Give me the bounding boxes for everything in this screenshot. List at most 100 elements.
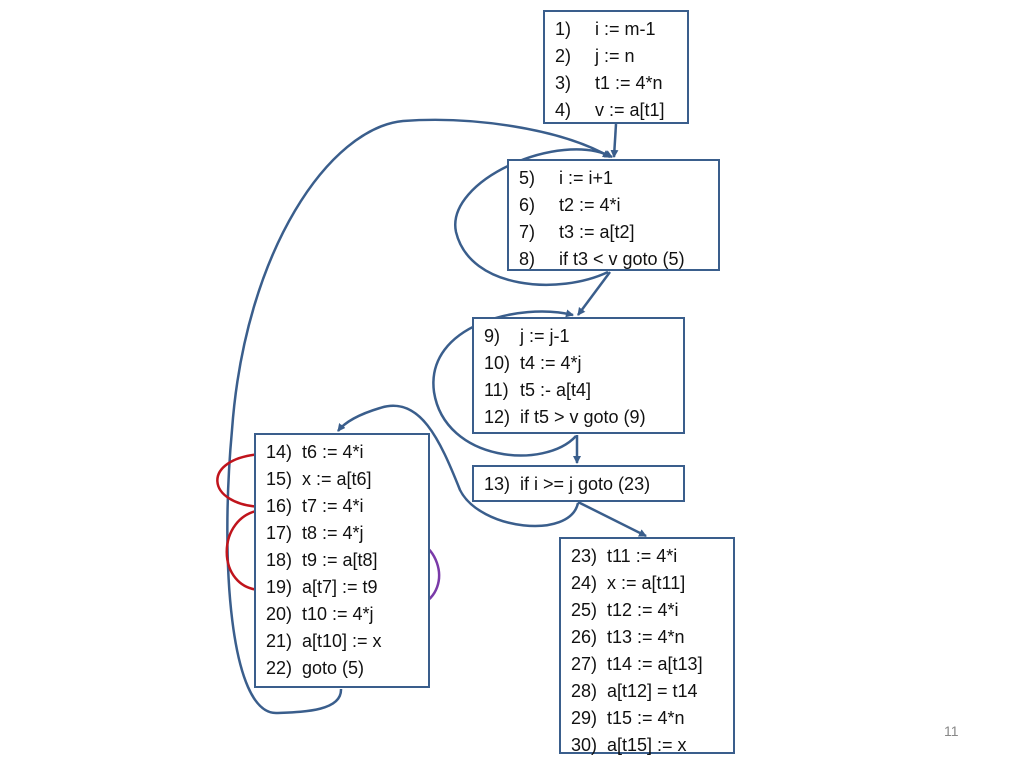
instruction: if i >= j goto (23) — [520, 474, 651, 494]
edge-b2-b3 — [576, 271, 612, 316]
code-line: 21) a[t10] := x — [266, 628, 418, 655]
instruction: t15 := 4*n — [607, 708, 685, 728]
basic-block-b6: 23) t11 := 4*i 24) x := a[t11] 25) t12 := 4*i… — [559, 537, 735, 755]
line-number: 21) — [266, 631, 293, 651]
code-line: 11) t5 :- a[t4] — [484, 377, 673, 404]
line-number: 11) — [484, 380, 509, 400]
instruction: if t5 > v goto (9) — [520, 407, 646, 427]
code-line: 17) t8 := 4*j — [266, 520, 418, 547]
instruction: t13 := 4*n — [607, 627, 685, 647]
basic-block-b5: 14) t6 := 4*i 15) x := a[t6] 16) t7 := 4*i 17)… — [254, 433, 430, 688]
code-line: 23) t11 := 4*i — [571, 543, 723, 570]
code-line: 4) v := a[t1] — [555, 97, 677, 124]
instruction: if t3 < v goto (5) — [559, 249, 685, 269]
code-line: 5) i := i+1 — [519, 165, 708, 192]
line-number: 1) — [555, 19, 572, 39]
code-line: 12) if t5 > v goto (9) — [484, 404, 673, 431]
line-number: 16) — [266, 496, 293, 516]
line-number: 24) — [571, 573, 598, 593]
edge-b4-b5 — [337, 404, 580, 528]
code-line: 30) a[t15] := x — [571, 732, 723, 759]
line-number: 23) — [571, 546, 598, 566]
line-number: 4) — [555, 100, 572, 120]
code-line: 7) t3 := a[t2] — [519, 219, 708, 246]
instruction: a[t15] := x — [607, 735, 687, 755]
instruction: a[t12] = t14 — [607, 681, 698, 701]
code-line: 29) t15 := 4*n — [571, 705, 723, 732]
code-line: 16) t7 := 4*i — [266, 493, 418, 520]
instruction: a[t10] := x — [302, 631, 382, 651]
line-number: 29) — [571, 708, 598, 728]
code-line: 28) a[t12] = t14 — [571, 678, 723, 705]
instruction: t3 := a[t2] — [559, 222, 635, 242]
code-line: 1) i := m-1 — [555, 16, 677, 43]
code-line: 22) goto (5) — [266, 655, 418, 682]
instruction: t11 := 4*i — [607, 546, 678, 566]
instruction: t12 := 4*i — [607, 600, 679, 620]
code-line: 15) x := a[t6] — [266, 466, 418, 493]
instruction: i := m-1 — [595, 19, 656, 39]
code-line: 6) t2 := 4*i — [519, 192, 708, 219]
instruction: x := a[t11] — [607, 573, 686, 593]
edge-b1-b2 — [610, 123, 619, 158]
code-line: 20) t10 := 4*j — [266, 601, 418, 628]
instruction: goto (5) — [302, 658, 365, 678]
line-number: 17) — [266, 523, 293, 543]
line-number: 20) — [266, 604, 293, 624]
instruction: t4 := 4*j — [520, 353, 582, 373]
instruction: v := a[t1] — [595, 100, 665, 120]
basic-block-b4: 13) if i >= j goto (23) — [472, 465, 685, 502]
line-number: 6) — [519, 195, 536, 215]
line-number: 27) — [571, 654, 598, 674]
edge-b2-loop — [454, 148, 613, 286]
instruction: t6 := 4*i — [302, 442, 364, 462]
code-line: 19)a[t7] := t9 — [266, 574, 418, 601]
line-number: 13) — [484, 474, 511, 494]
line-number: 10) — [484, 353, 511, 373]
edge-b3-loop — [432, 309, 577, 457]
red-arrow-16-19 — [225, 508, 263, 594]
line-number: 19) — [266, 577, 293, 597]
code-line: 27) t14 := a[t13] — [571, 651, 723, 678]
instruction: x := a[t6] — [302, 469, 372, 489]
edge-b5-b2 — [226, 118, 611, 715]
line-number: 15) — [266, 469, 293, 489]
basic-block-b3: 9) j := j-1 10) t4 := 4*j 11) t5 :- a[t4] 12) i… — [472, 317, 685, 434]
page-number: 11 — [944, 723, 959, 739]
code-line: 9) j := j-1 — [484, 323, 673, 350]
instruction: t2 := 4*i — [559, 195, 621, 215]
instruction: j := j-1 — [520, 326, 570, 346]
red-arrow-14-16 — [216, 452, 263, 511]
line-number: 12) — [484, 407, 511, 427]
instruction: i := i+1 — [559, 168, 614, 188]
line-number: 2) — [555, 46, 572, 66]
code-line: 2) j := n — [555, 43, 677, 70]
instruction: t5 :- a[t4] — [520, 380, 592, 400]
line-number: 28) — [571, 681, 598, 701]
instruction: t8 := 4*j — [302, 523, 364, 543]
code-line: 26) t13 := 4*n — [571, 624, 723, 651]
line-number: 30) — [571, 735, 598, 755]
instruction: t7 := 4*i — [302, 496, 364, 516]
edge-b4-b6 — [577, 500, 647, 538]
line-number: 26) — [571, 627, 598, 647]
instruction: t14 := a[t13] — [607, 654, 703, 674]
instruction: t9 := a[t8] — [302, 550, 378, 570]
line-number: 5) — [519, 168, 536, 188]
line-number: 3) — [555, 73, 572, 93]
instruction: t1 := 4*n — [595, 73, 663, 93]
instruction: j := n — [595, 46, 635, 66]
code-line: 13) if i >= j goto (23) — [484, 471, 673, 498]
instruction: t10 := 4*j — [302, 604, 374, 624]
code-line: 25) t12 := 4*i — [571, 597, 723, 624]
code-line: 18)t9 := a[t8] — [266, 547, 418, 574]
line-number: 9) — [484, 326, 501, 346]
line-number: 25) — [571, 600, 598, 620]
code-line: 3) t1 := 4*n — [555, 70, 677, 97]
line-number: 22) — [266, 658, 293, 678]
code-line: 10) t4 := 4*j — [484, 350, 673, 377]
code-line: 24) x := a[t11] — [571, 570, 723, 597]
line-number: 7) — [519, 222, 536, 242]
line-number: 14) — [266, 442, 293, 462]
line-number: 8) — [519, 249, 536, 269]
